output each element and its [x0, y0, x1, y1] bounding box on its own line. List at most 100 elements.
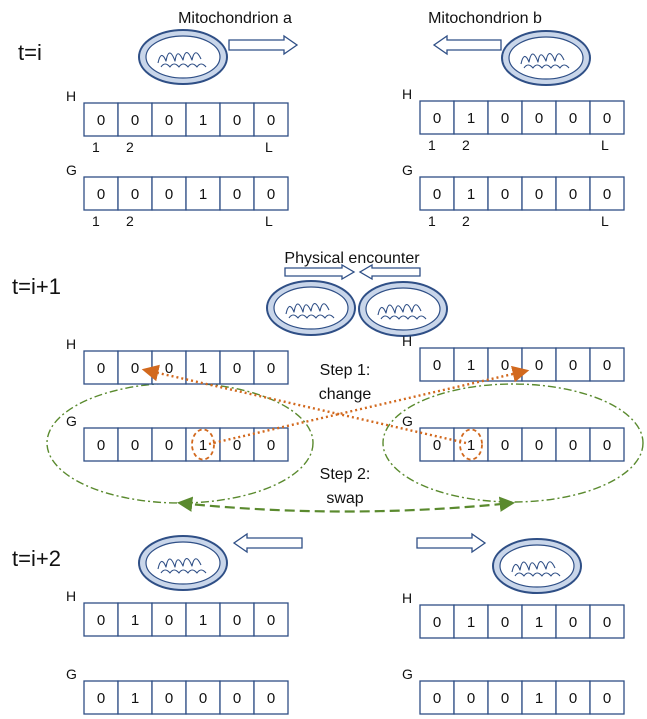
cell-value: 0 [569, 437, 577, 454]
cell-value: 0 [199, 690, 207, 707]
cell-value: 0 [603, 110, 611, 127]
array-cell [453, 176, 489, 211]
cell-value: 0 [233, 112, 241, 129]
array-cell [117, 602, 153, 637]
row-label: H [402, 333, 412, 349]
array-cell [521, 427, 557, 462]
array-cell [185, 102, 221, 137]
array-cell [521, 604, 557, 639]
mitochondrion-icon [501, 30, 591, 86]
array-cell [589, 347, 625, 382]
row-label: G [66, 162, 77, 178]
index-label: L [265, 139, 273, 155]
array-cell [253, 102, 289, 137]
row-label: G [402, 666, 413, 682]
array-cell [453, 680, 489, 715]
cell-value: 0 [165, 612, 173, 629]
cell-value: 0 [165, 112, 173, 129]
cell-value: 0 [267, 112, 275, 129]
mitochondrion-icon [358, 281, 448, 337]
cell-value: 1 [131, 690, 139, 707]
cell-value: 1 [199, 437, 207, 454]
cell-value: 1 [535, 614, 543, 631]
cell-value: 0 [267, 612, 275, 629]
array-cell [253, 350, 289, 385]
cell-value: 0 [97, 690, 105, 707]
array-cell [589, 680, 625, 715]
cell-value: 0 [535, 357, 543, 374]
changed-bit-circle [459, 428, 483, 461]
cell-value: 0 [535, 437, 543, 454]
row-label: H [402, 86, 412, 102]
index-label: 2 [462, 137, 470, 153]
array-cell [117, 427, 153, 462]
cell-value: 0 [267, 360, 275, 377]
block-arrow-left-icon [358, 263, 421, 281]
row-label: H [66, 88, 76, 104]
cell-value: 0 [467, 690, 475, 707]
cell-value: 0 [603, 614, 611, 631]
array-cell [487, 347, 523, 382]
block-arrow-right-icon [284, 263, 356, 281]
array-cell [487, 680, 523, 715]
array-cell [589, 176, 625, 211]
cell-value: 0 [131, 186, 139, 203]
array-cell [521, 680, 557, 715]
cell-value: 0 [569, 110, 577, 127]
cell-value: 0 [501, 437, 509, 454]
array-cell [151, 602, 187, 637]
index-label: 1 [92, 213, 100, 229]
index-label: L [265, 213, 273, 229]
array-cell [589, 427, 625, 462]
row-label: H [402, 590, 412, 606]
array-cell [117, 680, 153, 715]
index-label: L [601, 137, 609, 153]
array-cell [453, 347, 489, 382]
row-label: H [66, 588, 76, 604]
cell-value: 0 [97, 612, 105, 629]
array-cell [151, 680, 187, 715]
changed-bit-circle [191, 428, 215, 461]
row-label: H [66, 336, 76, 352]
index-label: 2 [126, 139, 134, 155]
array-cell [419, 176, 455, 211]
array-cell [151, 176, 187, 211]
cell-value: 0 [165, 186, 173, 203]
mitochondrion-icon [266, 280, 356, 336]
cell-value: 0 [233, 437, 241, 454]
cell-value: 1 [535, 690, 543, 707]
cell-value: 1 [199, 186, 207, 203]
array-cell [589, 100, 625, 135]
cell-value: 0 [233, 186, 241, 203]
array-cell [83, 176, 119, 211]
cell-value: 0 [535, 110, 543, 127]
row-label: G [402, 413, 413, 429]
cell-value: 1 [467, 357, 475, 374]
time-label-t2: t=i+2 [12, 546, 61, 571]
cell-value: 0 [233, 612, 241, 629]
cell-value: 0 [433, 690, 441, 707]
cell-value: 0 [501, 186, 509, 203]
cell-value: 0 [131, 112, 139, 129]
cell-value: 0 [433, 614, 441, 631]
cell-value: 0 [97, 186, 105, 203]
array-cell [555, 100, 591, 135]
index-label: 1 [92, 139, 100, 155]
cell-value: 0 [433, 357, 441, 374]
array-cell [521, 100, 557, 135]
index-label: 1 [428, 213, 436, 229]
cell-value: 0 [603, 690, 611, 707]
cell-value: 0 [131, 437, 139, 454]
mitochondrion-icon [138, 535, 228, 591]
time-label-t0: t=i [18, 40, 42, 65]
